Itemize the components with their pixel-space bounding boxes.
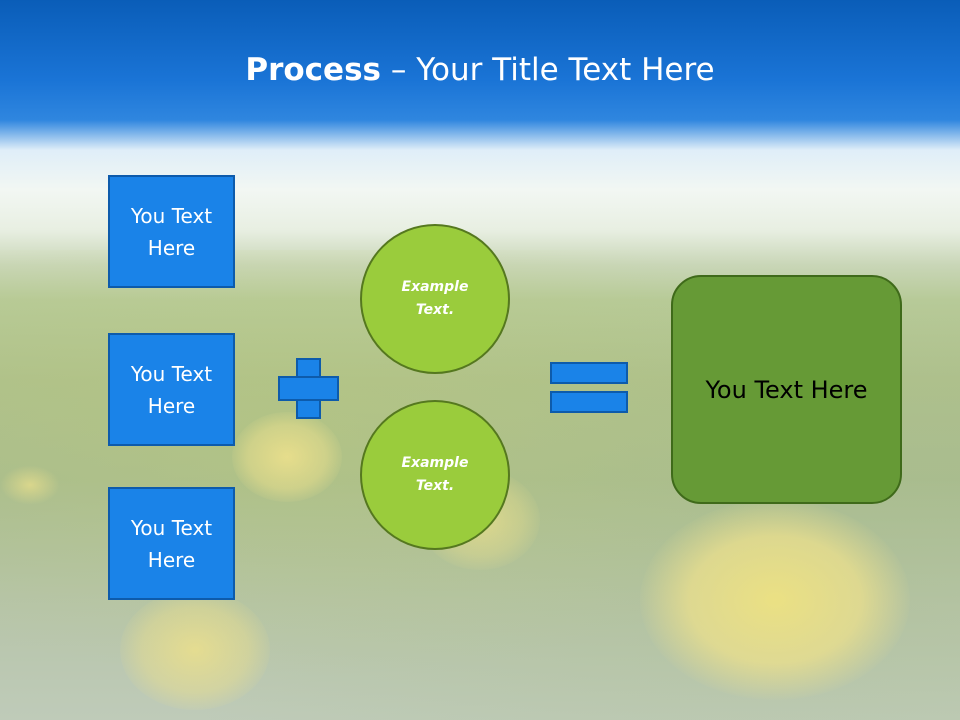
- dandelion-image: [232, 412, 342, 502]
- dandelion-image: [0, 465, 60, 505]
- slide-title[interactable]: Process – Your Title Text Here: [0, 52, 960, 88]
- dandelion-image: [640, 500, 910, 700]
- equals-top-bar: [550, 362, 628, 384]
- input-box-3[interactable]: You Text Here: [108, 487, 235, 600]
- circle-label: Example Text.: [401, 279, 469, 318]
- title-rest: – Your Title Text Here: [381, 52, 715, 88]
- input-box-label: You Text Here: [130, 203, 213, 260]
- input-box-2[interactable]: You Text Here: [108, 333, 235, 446]
- input-box-label: You Text Here: [130, 361, 213, 418]
- result-box[interactable]: You Text Here: [671, 275, 902, 504]
- dandelion-image: [120, 590, 270, 710]
- circle-label: Example Text.: [401, 455, 469, 494]
- equals-bottom-bar: [550, 391, 628, 413]
- input-box-label: You Text Here: [130, 515, 213, 572]
- input-box-1[interactable]: You Text Here: [108, 175, 235, 288]
- example-circle-2[interactable]: Example Text.: [360, 400, 510, 550]
- example-circle-1[interactable]: Example Text.: [360, 224, 510, 374]
- plus-center: [298, 378, 319, 399]
- title-bold: Process: [245, 52, 381, 88]
- result-label: You Text Here: [705, 375, 868, 404]
